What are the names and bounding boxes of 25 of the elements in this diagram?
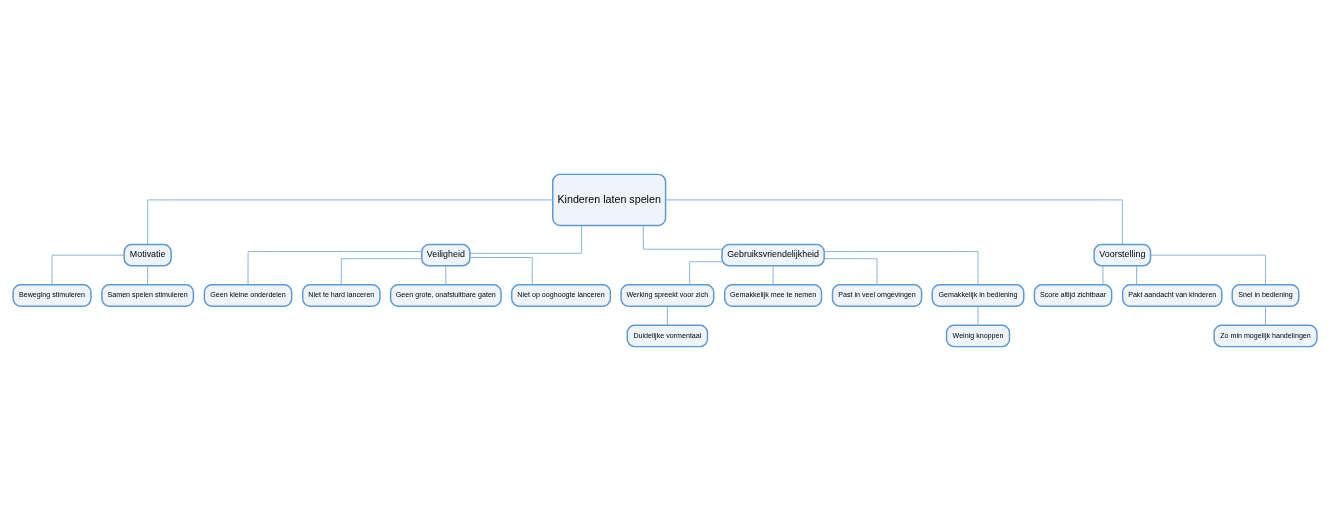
- node-box: Voorstelling: [1093, 243, 1152, 267]
- connector: [823, 251, 979, 286]
- connector: [51, 254, 125, 286]
- connector: [469, 225, 582, 254]
- connector: [147, 199, 554, 245]
- connector: [977, 305, 979, 326]
- node-box: Gebruiksvriendelijkheid: [721, 243, 825, 267]
- connector: [666, 305, 668, 326]
- node-box: Veiligheid: [421, 243, 471, 267]
- connector: [1136, 265, 1138, 286]
- connector: [469, 257, 533, 286]
- connector: [1265, 305, 1266, 326]
- connector: [772, 265, 774, 286]
- node-box: Motivatie: [123, 243, 172, 267]
- connector: [665, 199, 1123, 245]
- connector: [247, 251, 423, 286]
- connector: [1102, 265, 1104, 286]
- connector: [340, 258, 423, 286]
- connector: [689, 261, 723, 286]
- connector: [823, 258, 878, 286]
- connector: [642, 225, 723, 250]
- connector: [1150, 254, 1266, 286]
- connector: [445, 265, 447, 286]
- connector: [147, 265, 149, 286]
- node-box: Kinderen laten spelen: [552, 173, 667, 227]
